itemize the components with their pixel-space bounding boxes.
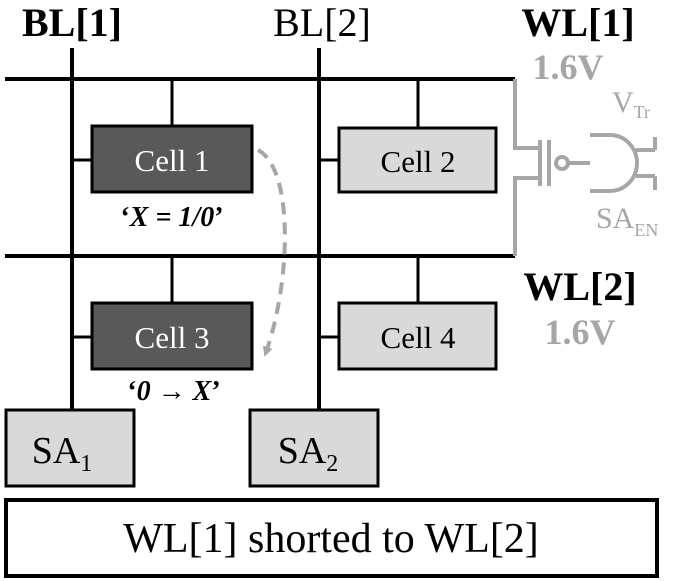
bitline-2-label: BL[2] <box>273 0 371 45</box>
vtr-label: VTr <box>612 86 650 122</box>
cell-2-box <box>337 126 498 194</box>
cell-1-annotation-close: ’ <box>214 202 223 233</box>
cell-4-box <box>337 301 498 371</box>
bitline-1-label: BL[1] <box>22 0 122 45</box>
sense-amp-1-label: SA1 <box>32 430 93 477</box>
cell-3-annotation-math: 0 → X <box>137 376 213 407</box>
cell-1-label: Cell 1 <box>135 143 210 178</box>
cell-1-box <box>90 124 254 194</box>
cell-1-annotation-open: ‘ <box>120 202 129 233</box>
wordline-1-voltage: 1.6V <box>533 47 604 87</box>
sense-amp-1-main: SA <box>32 430 81 472</box>
cell-4-label: Cell 4 <box>381 320 456 355</box>
cell-3-annotation-open: ‘ <box>127 376 136 407</box>
sense-amp-2-box <box>248 408 380 488</box>
cell-3-annotation: ‘0 → X’ <box>127 376 220 407</box>
caption-text: WL[1] shorted to WL[2] <box>123 516 539 562</box>
cell-2-label: Cell 2 <box>381 144 456 179</box>
wordline-1-label: WL[1] <box>521 0 634 45</box>
saen-label-sub: EN <box>634 220 658 240</box>
short-transistor-symbol <box>513 79 657 256</box>
sense-amp-2-main: SA <box>278 430 327 472</box>
sense-amp-2-sub: 2 <box>326 451 338 477</box>
wordline-2-label: WL[2] <box>523 264 636 309</box>
cell-1-annotation: ‘X = 1/0’ <box>120 202 223 233</box>
caption-box <box>4 498 659 578</box>
cell-3-annotation-close: ’ <box>211 376 220 407</box>
saen-label-main: SA <box>596 202 635 235</box>
vtr-label-main: V <box>612 86 634 119</box>
sense-amp-2-label: SA2 <box>278 430 339 477</box>
cell-1-annotation-math: X = 1/0 <box>129 202 214 233</box>
saen-label: SAEN <box>596 202 658 240</box>
sense-amp-1-sub: 1 <box>80 451 92 477</box>
cell-3-box <box>90 301 254 371</box>
vtr-label-sub: Tr <box>634 102 650 122</box>
copy-arrow <box>256 148 287 357</box>
cell-3-label: Cell 3 <box>135 320 210 355</box>
wordline-2-voltage: 1.6V <box>545 312 616 352</box>
sense-amp-1-box <box>4 408 136 488</box>
